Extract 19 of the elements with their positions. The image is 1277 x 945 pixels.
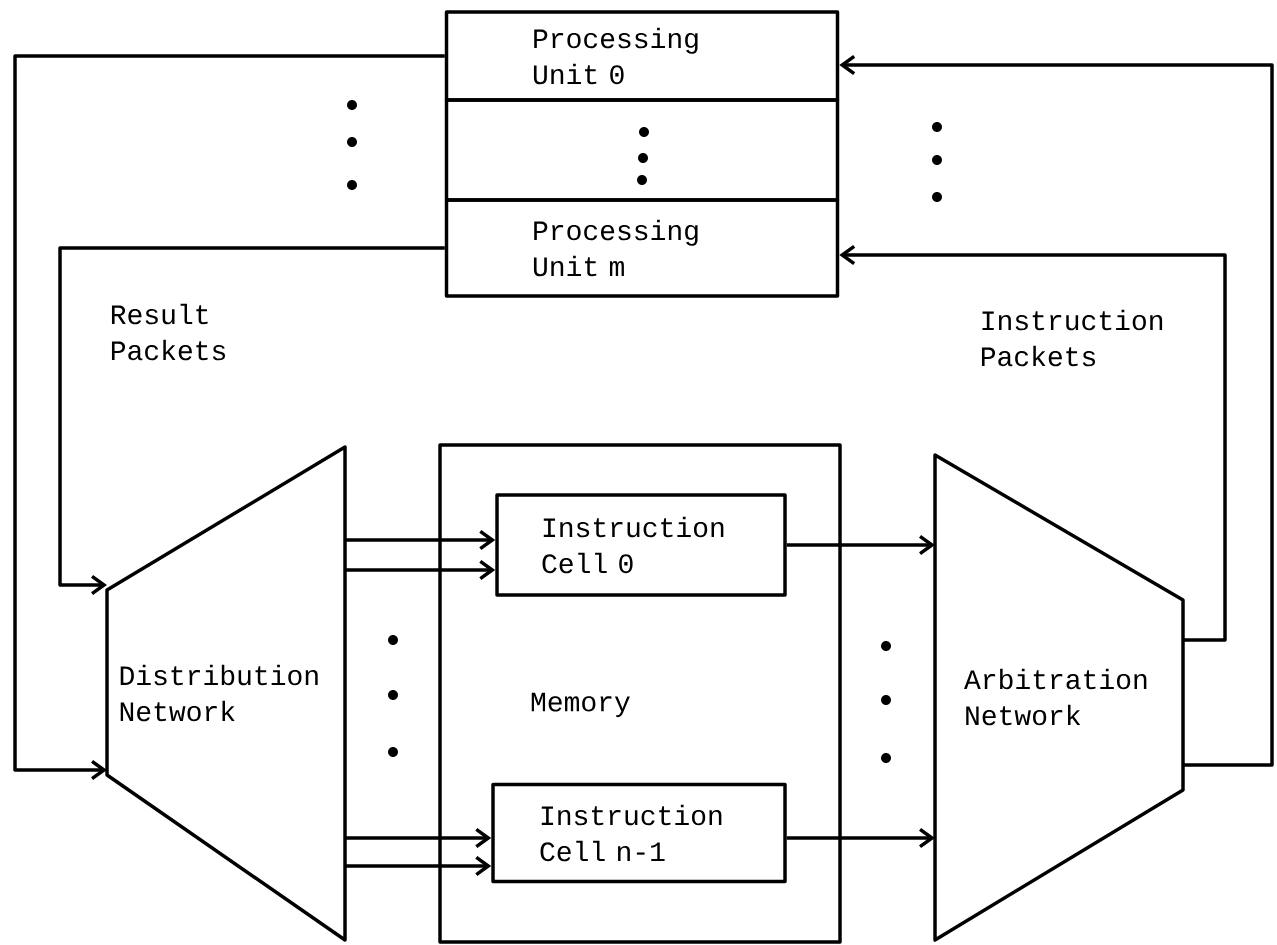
- empty-box: [444, 98, 840, 202]
- arrow: [345, 827, 492, 849]
- processing-unit-box: Processing Unit 0: [444, 10, 840, 102]
- arrow: [786, 534, 935, 556]
- instruction-cell-box: Instruction Cell n-1: [491, 782, 787, 884]
- annotation-text: Result Packets: [111, 303, 226, 361]
- arrow: [345, 855, 492, 877]
- arrow: [786, 827, 935, 849]
- arrow: [839, 54, 1274, 767]
- arrow: [839, 244, 1227, 642]
- annotation-text: Instruction Packets: [981, 309, 1163, 367]
- instruction-cell-box: Instruction Cell 0: [495, 493, 787, 597]
- arrow: [13, 54, 445, 781]
- arrow: [58, 246, 445, 596]
- processing-unit-box: Processing Unit m: [444, 198, 840, 298]
- arbitration-network-trapezoid: Arbitration Network: [933, 453, 1185, 942]
- arrow: [345, 559, 496, 581]
- distribution-network-trapezoid: Distribution Network: [105, 445, 347, 942]
- arrow: [345, 529, 496, 551]
